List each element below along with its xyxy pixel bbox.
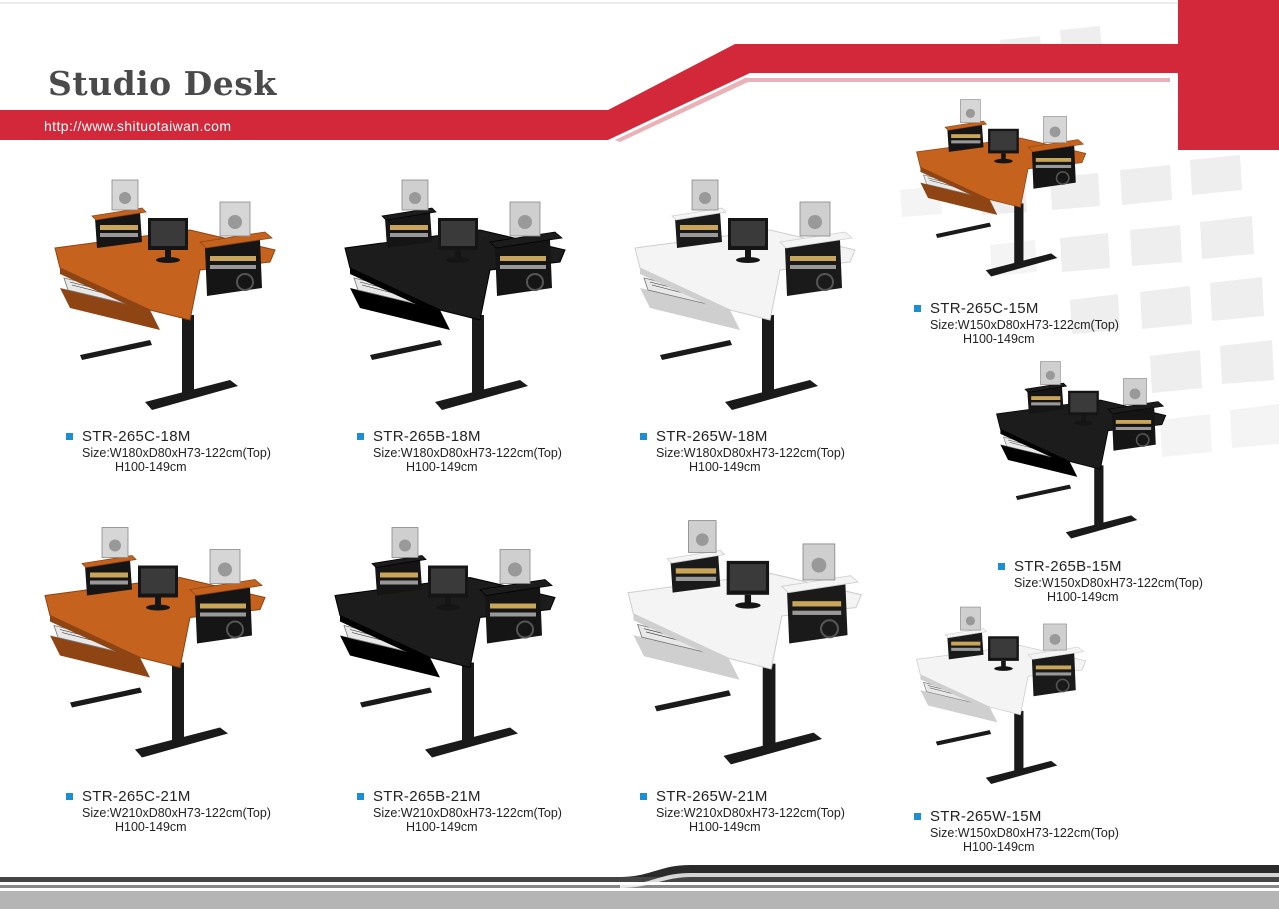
header-banner (0, 0, 1279, 150)
bullet-icon (914, 813, 921, 820)
model-label: STR-265C-15M (930, 300, 1039, 317)
product-height: H100-149cm (115, 460, 187, 474)
desk-image (627, 520, 863, 765)
product-height: H100-149cm (115, 820, 187, 834)
model-label: STR-265B-15M (1014, 558, 1122, 575)
page-title: Studio Desk (48, 64, 277, 103)
product-height: H100-149cm (406, 460, 478, 474)
bullet-icon (640, 793, 647, 800)
bullet-icon (66, 793, 73, 800)
product-height: H100-149cm (406, 820, 478, 834)
bullet-icon (66, 433, 73, 440)
product-model: STR-265B-18M (357, 428, 562, 445)
product-size: Size:W210xD80xH73-122cm(Top) (82, 806, 271, 820)
product-image-str-265c-18m (40, 170, 300, 420)
product-model: STR-265C-15M (914, 300, 1119, 317)
model-label: STR-265W-18M (656, 428, 768, 445)
desk-image (916, 99, 1087, 277)
desk-image (334, 527, 556, 758)
product-model: STR-265B-15M (998, 558, 1203, 575)
product-size: Size:W180xD80xH73-122cm(Top) (373, 446, 562, 460)
product-image-str-265b-18m (330, 170, 590, 420)
product-image-str-265w-21m (610, 510, 890, 775)
product-height: H100-149cm (963, 332, 1035, 346)
bullet-icon (357, 793, 364, 800)
model-label: STR-265C-21M (82, 788, 191, 805)
desk-image (44, 527, 266, 758)
product-model: STR-265B-21M (357, 788, 562, 805)
model-label: STR-265W-21M (656, 788, 768, 805)
product-height: H100-149cm (1047, 590, 1119, 604)
bullet-icon (640, 433, 647, 440)
product-image-str-265b-15m (985, 340, 1185, 560)
product-size: Size:W180xD80xH73-122cm(Top) (82, 446, 271, 460)
product-size: Size:W150xD80xH73-122cm(Top) (930, 318, 1119, 332)
product-model: STR-265W-18M (640, 428, 845, 445)
desk-image (634, 179, 856, 410)
desk-image (344, 179, 566, 410)
footer-stripes (0, 865, 1279, 909)
product-model: STR-265W-15M (914, 808, 1119, 825)
product-image-str-265c-15m (905, 78, 1105, 298)
product-height: H100-149cm (689, 460, 761, 474)
product-model: STR-265W-21M (640, 788, 845, 805)
website-url[interactable]: http://www.shituotaiwan.com (44, 118, 232, 134)
product-size: Size:W180xD80xH73-122cm(Top) (656, 446, 845, 460)
model-label: STR-265B-21M (373, 788, 481, 805)
bullet-icon (998, 563, 1005, 570)
product-image-str-265w-15m (905, 588, 1105, 803)
product-size: Size:W210xD80xH73-122cm(Top) (373, 806, 562, 820)
product-image-str-265b-21m (320, 510, 580, 775)
product-image-str-265w-18m (620, 170, 880, 420)
desk-image (996, 361, 1167, 539)
product-height: H100-149cm (689, 820, 761, 834)
model-label: STR-265C-18M (82, 428, 191, 445)
model-label: STR-265B-18M (373, 428, 481, 445)
bullet-icon (357, 433, 364, 440)
desk-image (916, 606, 1087, 784)
product-model: STR-265C-21M (66, 788, 271, 805)
product-size: Size:W150xD80xH73-122cm(Top) (1014, 576, 1203, 590)
product-size: Size:W210xD80xH73-122cm(Top) (656, 806, 845, 820)
bullet-icon (914, 305, 921, 312)
product-height: H100-149cm (963, 840, 1035, 854)
product-model: STR-265C-18M (66, 428, 271, 445)
product-image-str-265c-21m (30, 510, 290, 775)
desk-image (54, 179, 276, 410)
model-label: STR-265W-15M (930, 808, 1042, 825)
product-size: Size:W150xD80xH73-122cm(Top) (930, 826, 1119, 840)
